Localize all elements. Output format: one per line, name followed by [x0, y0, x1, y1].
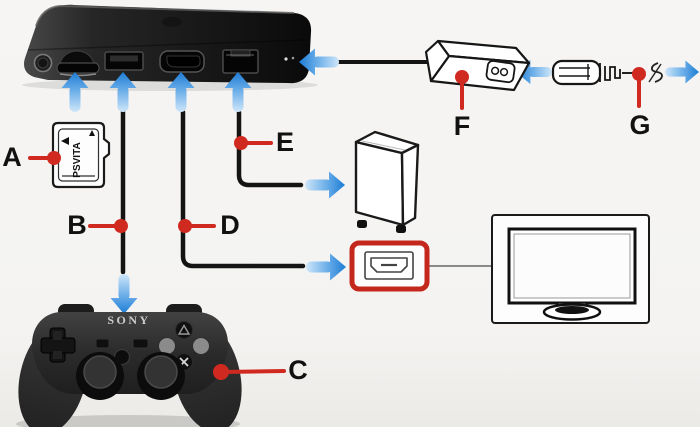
- usb-port-icon: [104, 51, 144, 71]
- hdmi-cable-line: [180, 109, 306, 269]
- lan-port-icon: [222, 49, 259, 74]
- game-controller: SONY: [16, 304, 242, 427]
- ps-logo-mark: [162, 17, 182, 27]
- arrow-right-outlet-icon: [665, 60, 699, 84]
- power-cord-plug: [551, 59, 663, 86]
- ac-adapter: [424, 39, 531, 92]
- memory-card: PSVITA: [51, 121, 111, 189]
- card-arrow-glyph: [89, 130, 95, 136]
- hdmi-input-port: [349, 240, 430, 292]
- router-foot: [357, 220, 367, 228]
- triangle-button-icon: [177, 324, 191, 335]
- callout-e-connector: [234, 136, 273, 150]
- status-led-icon: [284, 57, 288, 61]
- dpad-icon: [40, 327, 76, 363]
- select-button: [95, 338, 110, 349]
- router-foot: [396, 225, 406, 233]
- lan-cable-line: [236, 109, 304, 188]
- hdmi-port-icon: [159, 50, 205, 73]
- card-arrow-glyph: [61, 137, 69, 145]
- callout-f-label: F: [453, 111, 471, 141]
- router-box: [354, 130, 420, 233]
- cable-break-icon: [648, 62, 663, 83]
- start-button: [132, 338, 149, 349]
- tv-stand-base-inner: [555, 306, 589, 314]
- strain-relief: [599, 63, 621, 82]
- callout-e-label: E: [275, 127, 294, 157]
- callout-g-connector: [632, 67, 646, 108]
- callout-b-connector: [88, 219, 128, 233]
- tv-set: [491, 214, 650, 324]
- c8-inlet-icon: [485, 60, 516, 84]
- circle-button-icon: [192, 337, 210, 355]
- console-device: [22, 4, 318, 91]
- callout-a-label: A: [2, 142, 22, 172]
- controller-brand-text: SONY: [107, 313, 150, 327]
- callout-a-connector: [28, 151, 61, 165]
- arrow-down-controller-icon: [110, 274, 138, 314]
- memory-card-slot-icon: [56, 50, 100, 77]
- memory-card-logo-text: PSVITA: [72, 142, 83, 177]
- power-button-icon: [33, 53, 53, 73]
- callout-d-connector: [178, 219, 216, 233]
- analog-sticks: [76, 352, 185, 400]
- callout-d-label: D: [220, 210, 240, 240]
- callout-c-label: C: [288, 355, 308, 385]
- tv-screen: [513, 233, 631, 299]
- status-led-icon: [291, 56, 295, 60]
- callout-g-label: G: [629, 110, 651, 140]
- callout-b-label: B: [67, 210, 87, 240]
- callout-c-connector: [213, 364, 286, 380]
- callout-f-connector: [455, 70, 469, 110]
- arrow-right-router-icon: [305, 171, 345, 199]
- square-button-icon: [158, 337, 176, 355]
- arrow-right-hdmi-input-icon: [306, 253, 346, 281]
